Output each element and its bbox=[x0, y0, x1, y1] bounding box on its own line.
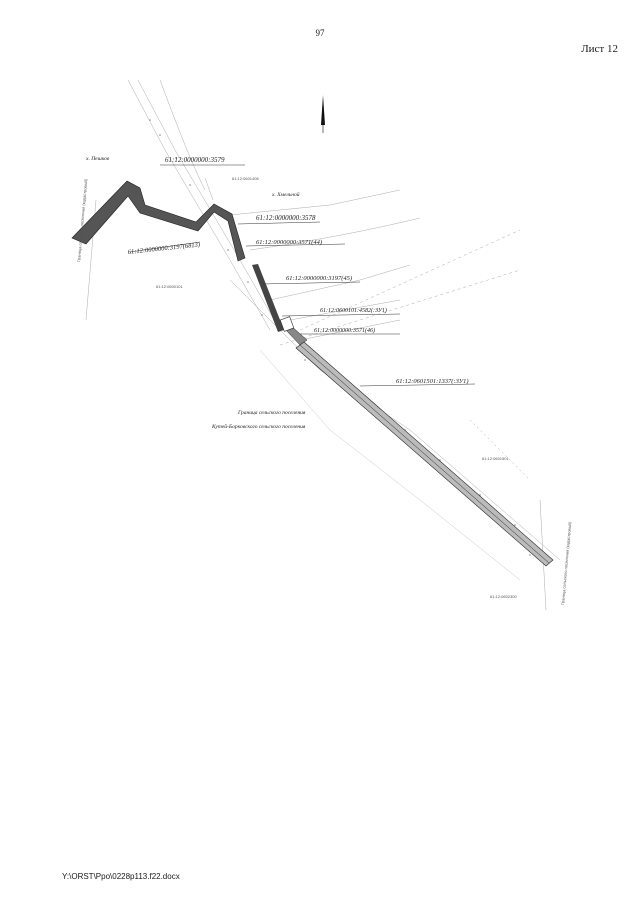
file-path: Y:\ORST\Ppo\0228p113.f22.docx bbox=[62, 872, 180, 881]
parcel-label: 61:12:0600101:4582(:ЗУ1) bbox=[320, 307, 387, 314]
settlement-label: х. Хмельной bbox=[271, 191, 300, 198]
quarter-label: 61:12:0601406 bbox=[232, 176, 259, 181]
quarter-label: 61:12:0600101 bbox=[156, 284, 183, 289]
border-label: Кутей-Борковского сельского поселения bbox=[211, 423, 306, 430]
parcel-label: 61:12:0000000:3197(45) bbox=[286, 275, 352, 282]
parcel-label: 61:12:0000000:3579 bbox=[165, 156, 225, 164]
corridor-box bbox=[279, 316, 295, 332]
survey-lines bbox=[85, 79, 561, 611]
vertical-border-label: Граница сельского поселения (кадастровый… bbox=[560, 521, 572, 605]
parcel-1337-centerline bbox=[299, 344, 550, 564]
leader-lines bbox=[129, 164, 476, 387]
settlement-label: х. Пешков bbox=[85, 156, 110, 162]
sheet-label: Лист 12 bbox=[581, 43, 618, 55]
parcel-label: 61:12:0000000:3571(44) bbox=[256, 239, 322, 246]
quarter-label: 61:12:0602300 bbox=[490, 594, 517, 599]
quarter-label: 61:12:0601501 bbox=[482, 456, 509, 461]
parcel-label: 61:12:0000000:3571(46) bbox=[314, 327, 375, 334]
north-arrow-icon bbox=[321, 95, 325, 133]
border-label: Граница сельского поселения bbox=[237, 410, 306, 416]
parcel-label: 61:12:0000000:3197(6813) bbox=[127, 241, 200, 256]
corridor-strip-1 bbox=[252, 264, 284, 332]
parcel-label: 61:12:0000000:3578 bbox=[256, 214, 316, 222]
parcel-3579-shape bbox=[71, 180, 246, 262]
parcel-label: 61:12:0601501:1337(:ЗУ1) bbox=[396, 378, 469, 385]
page-number: 97 bbox=[315, 28, 325, 38]
vertical-border-label: Граница сельского поселения (кадастровый… bbox=[76, 178, 88, 262]
